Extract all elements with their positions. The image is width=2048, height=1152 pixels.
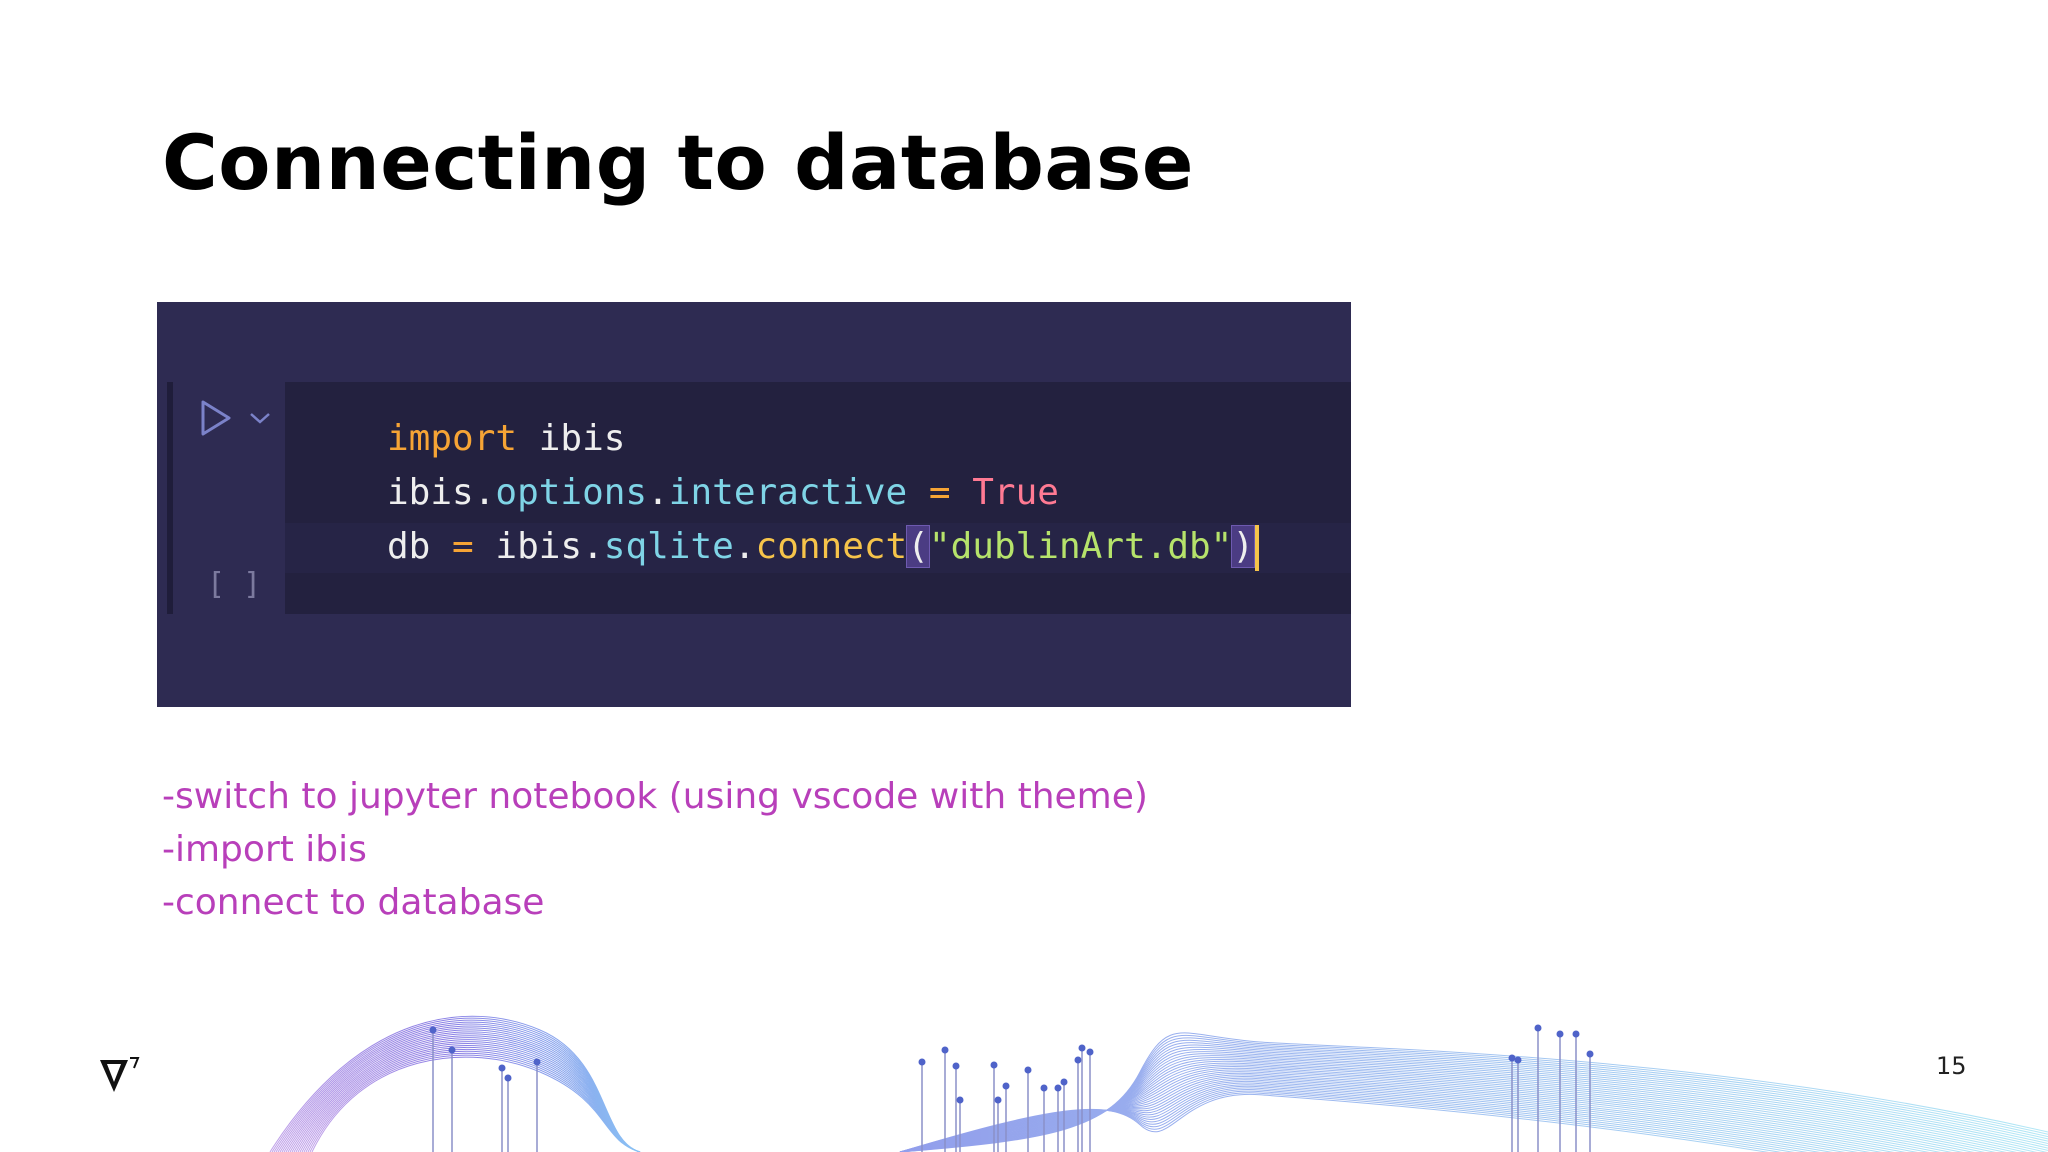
run-options-button[interactable] [247,408,273,428]
code-token: import [387,418,518,459]
text-cursor [1255,525,1260,571]
brand-logo-icon [98,1056,142,1096]
code-token: interactive [668,472,908,513]
page-number: 15 [1936,1052,1967,1080]
note-item: -switch to jupyter notebook (using vscod… [162,776,1148,817]
slide-title: Connecting to database [162,118,1194,207]
code-line: db = ibis.sqlite.connect("dublinArt.db") [387,525,1260,571]
code-token: ( [906,525,930,568]
code-token: . [733,526,756,567]
code-token: = [907,472,973,513]
code-token: = [430,526,496,567]
decorative-wave-graphic [269,1015,2048,1152]
code-token: ibis [387,472,474,513]
cell-focus-bar [167,382,173,614]
code-token: . [473,472,496,513]
play-icon [201,400,231,436]
run-cell-button[interactable] [195,396,235,440]
notebook-screenshot: [ ] import ibis ibis.options.interactive… [157,302,1351,707]
code-token: "dublinArt.db" [928,526,1233,567]
note-item: -connect to database [162,882,545,923]
code-token: options [495,472,648,513]
code-token: True [972,472,1059,513]
code-line: ibis.options.interactive = True [387,472,1059,513]
note-item: -import ibis [162,829,367,870]
code-token: db [387,526,431,567]
speaker-notes-list: -switch to jupyter notebook (using vscod… [162,770,1148,929]
code-token: ibis [495,526,583,567]
code-token: ) [1231,525,1256,568]
code-token: ibis [517,418,626,459]
code-token: sqlite [603,526,734,567]
code-token: . [582,526,604,567]
code-cell-editor[interactable]: import ibis ibis.options.interactive = T… [285,382,1351,614]
chevron-down-icon [250,413,270,424]
code-line: import ibis [387,418,625,459]
execution-count: [ ] [207,567,262,602]
active-line-highlight [285,523,1351,573]
code-token: connect [755,526,908,567]
code-token: . [647,472,669,513]
